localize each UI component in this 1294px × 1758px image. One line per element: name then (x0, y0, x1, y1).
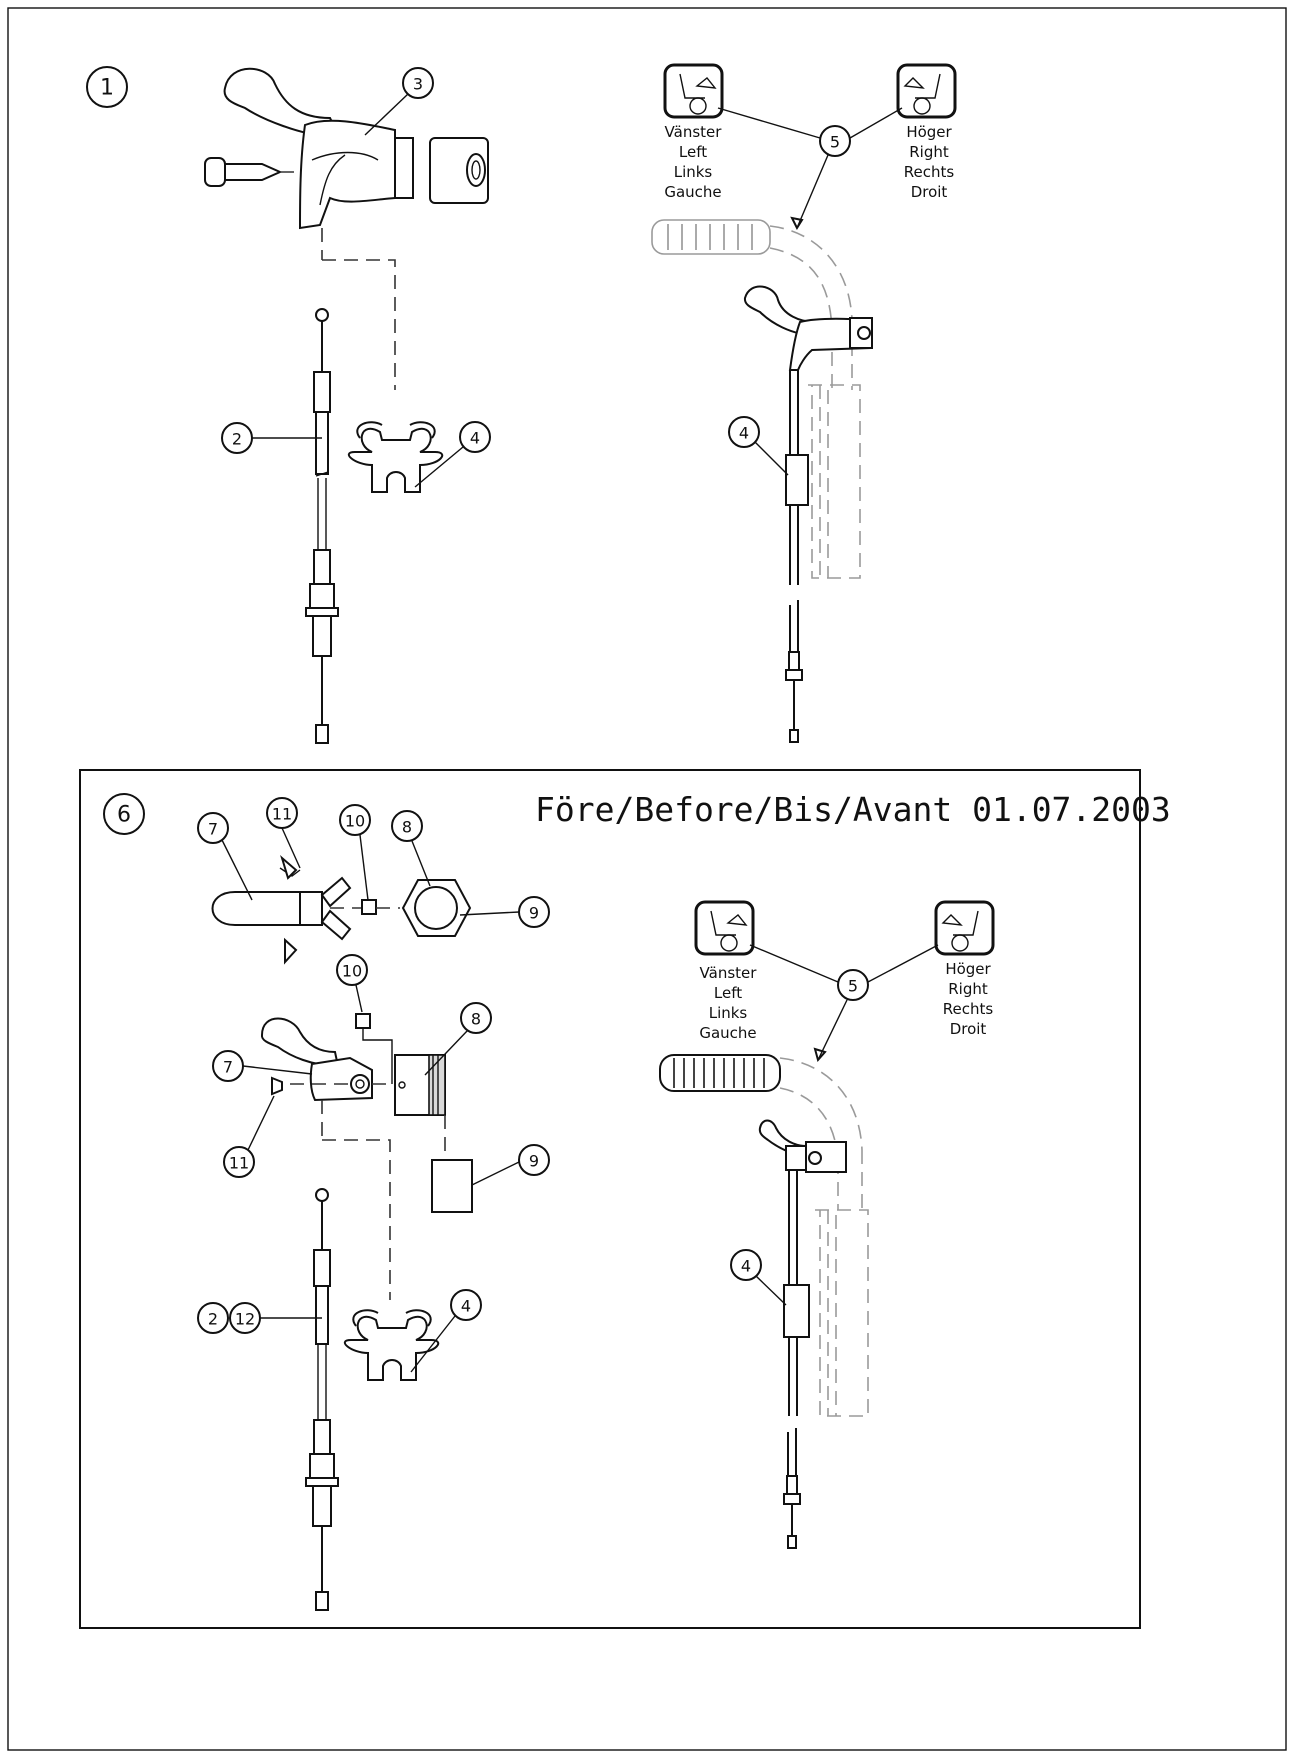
callout-6-circle (103, 793, 145, 835)
brake-cable (305, 308, 339, 744)
box-title: Före/Before/Bis/Avant 01.07.2003 (535, 790, 1171, 829)
callout-4d: 4 (741, 1257, 751, 1276)
wheelchair-right-icon (896, 63, 957, 119)
handgrip-ghost (651, 219, 861, 579)
top-right-assembly: Vänster Left Links Gauche Höger Right Re… (651, 63, 957, 743)
callout-12: 12 (235, 1310, 255, 1329)
right-label-de-6: Rechts (943, 1000, 994, 1018)
callout-9b: 9 (529, 1152, 539, 1171)
right-label-sv-6: Höger (945, 960, 991, 978)
callout-10-circle (339, 804, 371, 836)
callout-4b-circle (728, 416, 760, 448)
callout-8-circle (391, 810, 423, 842)
callout-2b-circle (197, 1302, 229, 1334)
handgrip-6 (659, 1054, 869, 1417)
right-label-fr: Droit (911, 183, 948, 201)
right-label-en-6: Right (948, 980, 988, 998)
right-label-sv: Höger (906, 123, 952, 141)
callout-4c-circle (450, 1289, 482, 1321)
callout-11b: 11 (229, 1154, 249, 1173)
callout-1-circle (86, 66, 128, 108)
callout-11: 11 (272, 805, 292, 824)
left-label-sv: Vänster (665, 123, 723, 141)
callout-10b-circle (336, 954, 368, 986)
callout-10b: 10 (342, 962, 362, 981)
callout-9b-circle (518, 1144, 550, 1176)
section-1-brake-lever: 1 3 (86, 66, 491, 744)
right-label-fr-6: Droit (950, 1020, 987, 1038)
section-6-frame (79, 769, 1141, 1629)
cable-clip-6 (343, 1309, 440, 1381)
wheelchair-left-icon (663, 63, 724, 119)
left-label-de: Links (674, 163, 713, 181)
left-label-en-6: Left (714, 984, 742, 1002)
callout-8b-circle (460, 1002, 492, 1034)
callout-4-circle (459, 421, 491, 453)
callout-3: 3 (413, 75, 423, 94)
right-label-de: Rechts (904, 163, 955, 181)
callout-8b: 8 (471, 1010, 481, 1029)
dashed-path-clip-6 (322, 1139, 391, 1300)
left-label-de-6: Links (709, 1004, 748, 1022)
callout-11b-circle (223, 1146, 255, 1178)
callout-2: 2 (232, 430, 242, 449)
left-label-sv-6: Vänster (700, 964, 758, 982)
callout-1: 1 (100, 76, 114, 101)
page-border (7, 7, 1287, 1751)
mounted-lever-6 (758, 1119, 847, 1416)
callout-6: 6 (117, 803, 131, 828)
callout-4d-circle (730, 1249, 762, 1281)
screw (204, 157, 305, 187)
left-label-fr: Gauche (664, 183, 721, 201)
brake-cable-6 (305, 1188, 339, 1611)
wheelchair-right-icon-6 (934, 900, 995, 956)
callout-2b: 2 (208, 1310, 218, 1329)
callout-4b: 4 (739, 424, 749, 443)
mounted-lever (743, 285, 873, 585)
dashed-path-clip (322, 259, 396, 390)
callout-3-circle (402, 67, 434, 99)
callout-9: 9 (529, 904, 539, 923)
cable-end-right (785, 600, 803, 743)
callout-7: 7 (208, 820, 218, 839)
callout-8: 8 (402, 818, 412, 837)
section-6-right-assembly: Vänster Left Links Gauche Höger Right Re… (659, 900, 995, 1549)
section-6-lever-middle (260, 1013, 473, 1213)
cable-clip (347, 421, 444, 493)
callout-4: 4 (470, 429, 480, 448)
callout-5b-circle (837, 969, 869, 1001)
cable-end-right-6 (783, 1428, 801, 1549)
callout-5-circle (819, 125, 851, 157)
callout-4c: 4 (461, 1297, 471, 1316)
left-label-en: Left (679, 143, 707, 161)
callout-7-circle (197, 812, 229, 844)
callout-5: 5 (830, 133, 840, 152)
callout-7b: 7 (223, 1058, 233, 1077)
right-label-en: Right (909, 143, 949, 161)
wheelchair-left-icon-6 (694, 900, 755, 956)
callout-5b: 5 (848, 977, 858, 996)
lever-housing (223, 67, 489, 260)
section-6-exploded-top (211, 855, 472, 965)
callout-10: 10 (345, 812, 365, 831)
left-label-fr-6: Gauche (699, 1024, 756, 1042)
